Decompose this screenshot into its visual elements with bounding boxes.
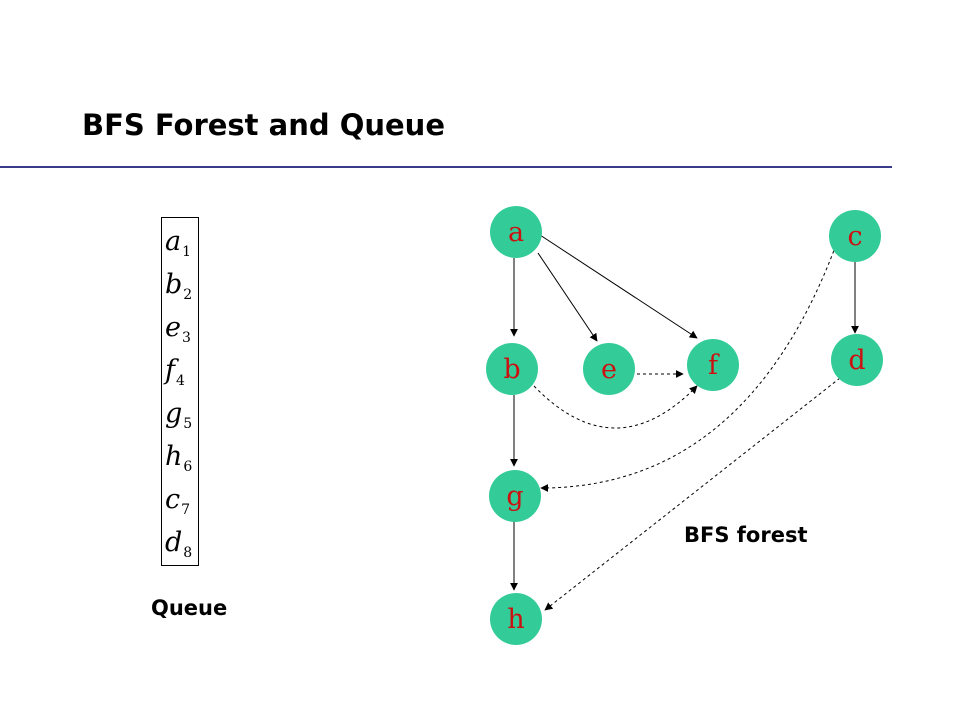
queue-item-letter: d <box>165 527 183 558</box>
forest-label: BFS forest <box>684 523 808 547</box>
node-d-label: d <box>848 345 865 376</box>
node-f: f <box>687 339 739 391</box>
queue-box: a1 b2 e3 f4 g5 h6 c7 d8 <box>161 217 199 566</box>
page-title: BFS Forest and Queue <box>82 108 445 142</box>
node-a: a <box>490 206 542 258</box>
node-f-label: f <box>708 350 720 381</box>
nontree-edge-c-g <box>540 244 837 492</box>
queue-item-index: 4 <box>176 373 185 389</box>
queue-item-index: 8 <box>183 545 193 561</box>
tree-edge-a-e <box>537 252 598 342</box>
queue-item-letter: a <box>165 226 182 257</box>
queue-item: c7 <box>165 484 190 517</box>
queue-item: b2 <box>165 269 192 302</box>
node-a-label: a <box>508 217 524 248</box>
queue-label: Queue <box>151 596 228 620</box>
node-h-label: h <box>507 604 524 635</box>
queue-item-index: 7 <box>181 502 191 518</box>
queue-item-letter: h <box>165 441 183 472</box>
queue-item: f4 <box>165 355 185 388</box>
queue-item-index: 5 <box>183 416 193 432</box>
nontree-edge-b-f <box>533 385 698 429</box>
queue-item-letter: e <box>165 312 181 343</box>
queue-item-index: 1 <box>182 244 192 260</box>
nontree-edge-d-h <box>544 377 841 611</box>
node-b-label: b <box>503 354 520 385</box>
queue-item-letter: g <box>165 398 183 429</box>
queue-item-letter: f <box>165 355 175 386</box>
node-c: c <box>829 210 881 262</box>
node-g-label: g <box>506 481 523 512</box>
queue-item-index: 2 <box>183 287 193 303</box>
node-c-label: c <box>847 221 862 252</box>
queue-item: d8 <box>165 527 192 560</box>
queue-item: a1 <box>165 226 191 259</box>
node-g: g <box>489 470 541 522</box>
queue-item-index: 3 <box>181 330 191 346</box>
queue-item: h6 <box>165 441 192 474</box>
queue-item-index: 6 <box>183 459 193 475</box>
queue-item-letter: c <box>165 484 181 515</box>
queue-item-letter: b <box>165 269 183 300</box>
node-e: e <box>583 343 635 395</box>
node-h: h <box>490 593 542 645</box>
queue-item: e3 <box>165 312 191 345</box>
node-d: d <box>831 334 883 386</box>
node-b: b <box>486 343 538 395</box>
node-e-label: e <box>601 354 617 385</box>
queue-item: g5 <box>165 398 192 431</box>
title-divider <box>0 166 892 168</box>
tree-edge-a-f <box>539 234 698 339</box>
